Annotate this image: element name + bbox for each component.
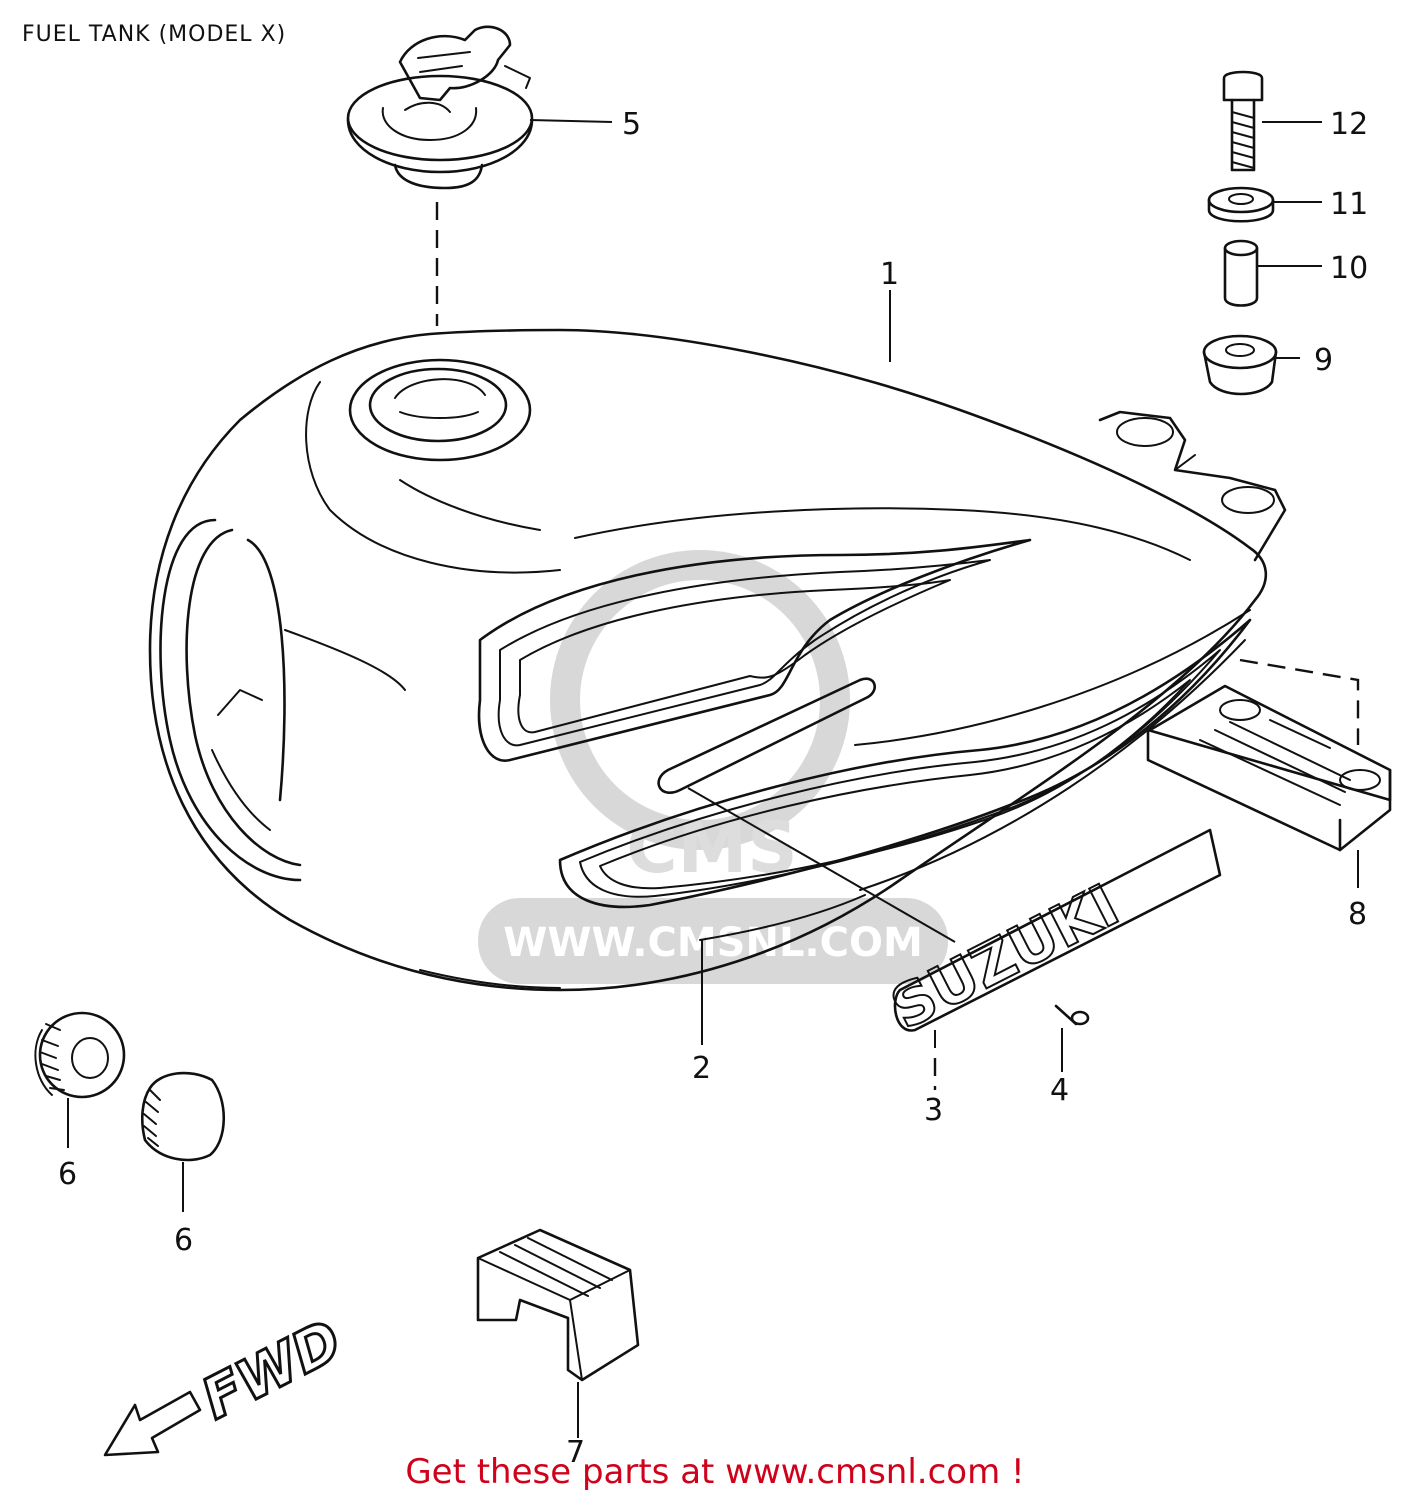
damper-part-6-left[interactable]	[34, 1011, 126, 1099]
callout-4: 4	[1050, 1073, 1069, 1108]
callout-numbers: 5 1 12 11 10 9 8 2 3 4 6 6 7	[58, 107, 1368, 1470]
callout-9: 9	[1314, 343, 1333, 378]
callout-11: 11	[1330, 187, 1368, 222]
callout-12: 12	[1330, 107, 1368, 142]
forward-arrow: FWD	[103, 1307, 353, 1457]
callout-2: 2	[692, 1051, 711, 1086]
callout-6-left: 6	[58, 1157, 77, 1192]
callout-5: 5	[622, 107, 641, 142]
fuel-cap[interactable]	[346, 25, 534, 190]
collar-part-10[interactable]	[1223, 239, 1259, 307]
callout-8: 8	[1348, 897, 1367, 932]
callout-6-right: 6	[174, 1223, 193, 1258]
grommet-part-9[interactable]	[1202, 334, 1278, 396]
washer-part-11[interactable]	[1207, 186, 1275, 223]
leader-lines	[67, 119, 1360, 1438]
callout-7: 7	[566, 1435, 585, 1470]
screw-part-4[interactable]	[1054, 1004, 1090, 1026]
page-title: FUEL TANK (MODEL X)	[22, 22, 287, 47]
callout-1: 1	[880, 257, 899, 292]
watermark-logo: CMS	[626, 807, 797, 889]
fuel-tank[interactable]	[148, 328, 1287, 992]
fwd-label: FWD	[192, 1308, 352, 1432]
cushion-part-7[interactable]	[476, 1228, 640, 1382]
watermark-text: WWW.CMSNL.COM	[503, 920, 923, 966]
cushion-part-8[interactable]	[1146, 684, 1392, 852]
cmsnl-watermark: WWW.CMSNL.COM CMS	[478, 550, 948, 984]
footer-link[interactable]: Get these parts at www.cmsnl.com !	[405, 1452, 1025, 1492]
callout-3: 3	[924, 1093, 943, 1128]
bolt-part-12[interactable]	[1222, 70, 1264, 172]
callout-10: 10	[1330, 251, 1368, 286]
damper-part-6-right[interactable]	[140, 1071, 226, 1162]
